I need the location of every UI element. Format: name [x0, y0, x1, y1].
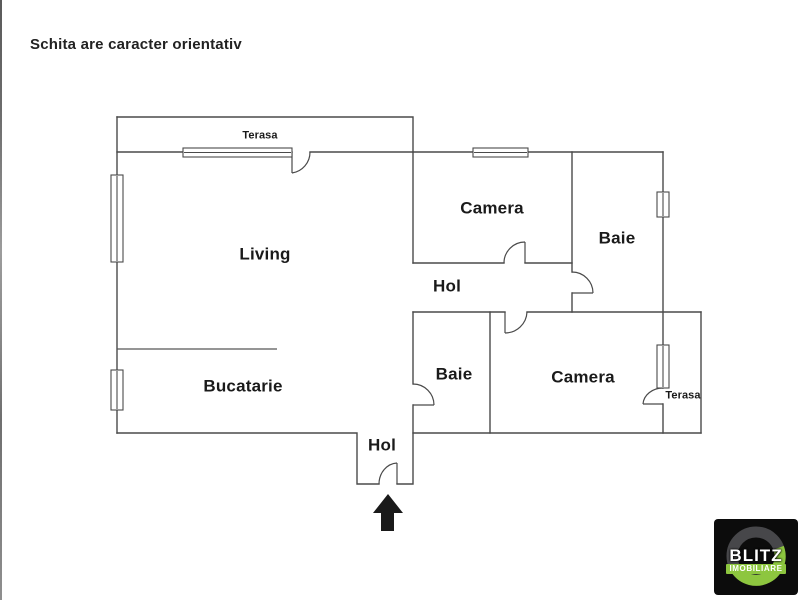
doors	[291, 151, 664, 485]
room-label-baie-top: Baie	[598, 228, 636, 248]
left-edge-artifact	[0, 0, 2, 600]
logo-brand-text: BLITZ	[729, 545, 783, 565]
room-label-hol-entrance: Hol	[368, 435, 396, 455]
room-label-hol-central: Hol	[433, 276, 461, 296]
window-baie-right	[656, 191, 670, 218]
logo-ring	[726, 526, 786, 586]
entrance-arrow-icon	[373, 494, 403, 531]
door-baie-bottom	[412, 383, 435, 406]
room-label-terasa-top: Terasa	[242, 129, 278, 142]
room-label-terasa-right: Terasa	[665, 389, 701, 402]
blitz-logo: BLITZ IMOBILIARE	[714, 519, 798, 595]
room-label-living: Living	[239, 244, 291, 264]
logo-subtitle-text: IMOBILIARE	[726, 563, 786, 574]
door-entrance	[378, 462, 398, 485]
window-bucatarie-left	[110, 369, 124, 411]
room-label-bucatarie: Bucatarie	[203, 376, 283, 396]
door-living-terasa	[291, 151, 311, 174]
window-camera-top	[472, 147, 529, 158]
windows	[110, 147, 670, 411]
room-label-camera-bottom: Camera	[551, 367, 615, 387]
window-camera-bottom-right	[656, 344, 670, 389]
window-living-left	[110, 174, 124, 263]
door-camera-terasa-right	[642, 387, 664, 405]
door-hol-baie-top	[571, 271, 594, 294]
door-camera-top	[503, 241, 526, 264]
walls	[116, 116, 702, 485]
door-camera-bottom	[504, 311, 528, 334]
room-label-camera-top: Camera	[460, 198, 524, 218]
room-label-baie-bottom: Baie	[435, 364, 473, 384]
disclaimer-text: Schita are caracter orientativ	[30, 36, 242, 53]
window-living-top	[182, 147, 293, 158]
